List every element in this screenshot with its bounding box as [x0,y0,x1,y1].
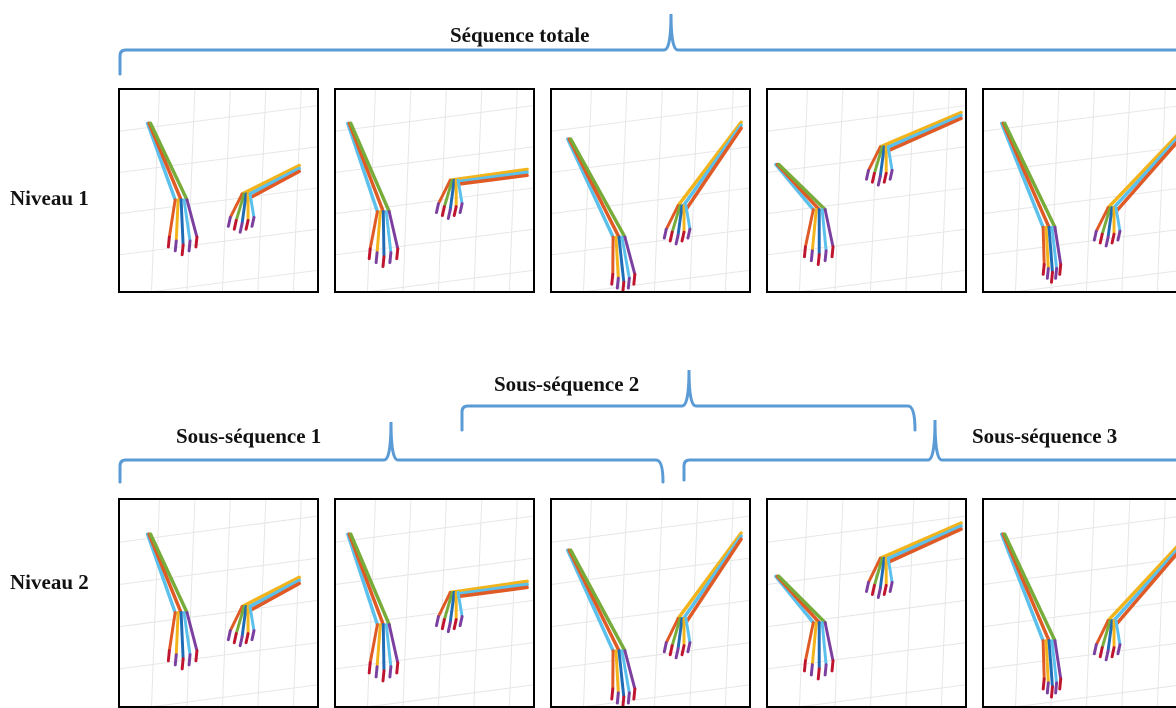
level-1-frame-4 [766,88,967,293]
total-sequence-bracket [120,14,1176,74]
hand-pose-illustration [768,500,965,706]
level-1-frame-5 [982,88,1176,293]
perspective-grid [552,500,749,706]
level-1-frame-1 [118,88,319,293]
sub-sequence-1-label: Sous-séquence 1 [176,424,321,449]
level-1-frame-3 [550,88,751,293]
right-hand-skeleton [1094,126,1176,246]
right-hand-skeleton [1094,537,1176,660]
left-hand-skeleton [148,123,197,254]
perspective-grid [120,500,317,706]
total-sequence-label: Séquence totale [450,23,589,48]
hand-pose-illustration [120,90,317,291]
level-2-frame-5 [982,498,1176,708]
left-hand-skeleton [568,139,635,291]
perspective-grid [336,500,533,706]
hand-pose-illustration [768,90,965,291]
level-2-frame-1 [118,498,319,708]
left-hand-skeleton [568,550,635,706]
left-hand-skeleton [1002,534,1061,697]
level-1-frame-2 [334,88,535,293]
sub-sequence-3-label: Sous-séquence 3 [972,424,1117,449]
level-2-label: Niveau 2 [10,570,89,595]
hand-pose-illustration [336,90,533,291]
hand-pose-illustration [552,90,749,291]
perspective-grid [120,90,317,291]
left-hand-skeleton [148,534,197,669]
hand-pose-illustration [120,500,317,706]
hand-pose-illustration [336,500,533,706]
perspective-grid [984,90,1176,291]
level-1-label: Niveau 1 [10,186,89,211]
left-hand-skeleton [1002,123,1061,282]
hand-pose-illustration [984,90,1176,291]
hand-pose-illustration [552,500,749,706]
hand-pose-illustration [984,500,1176,706]
right-hand-skeleton [228,577,299,645]
left-hand-skeleton [776,165,833,265]
level-2-frame-4 [766,498,967,708]
level-2-frame-3 [550,498,751,708]
perspective-grid [336,90,533,291]
left-hand-skeleton [776,576,833,678]
perspective-grid [552,90,749,291]
right-hand-skeleton [228,165,299,232]
sub-sequence-2-label: Sous-séquence 2 [494,372,639,397]
perspective-grid [984,500,1176,706]
level-2-frame-2 [334,498,535,708]
